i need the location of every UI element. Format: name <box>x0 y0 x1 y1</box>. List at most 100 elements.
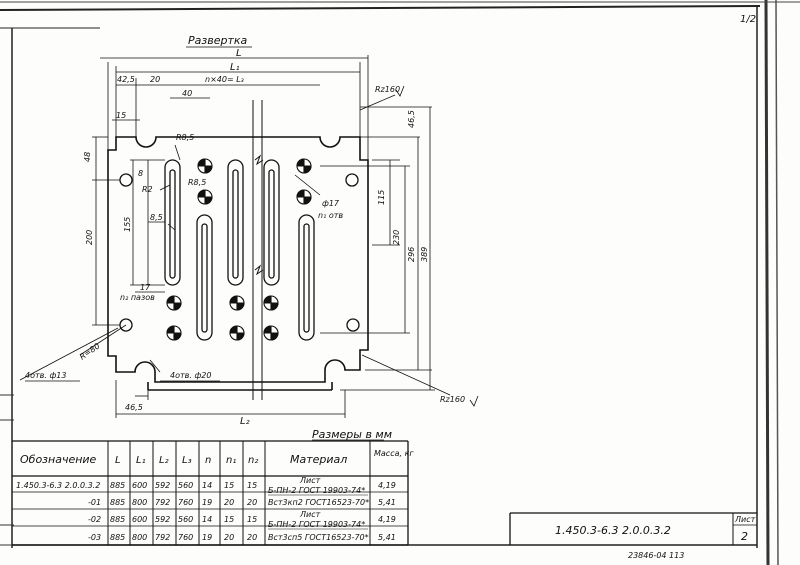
table-header: n <box>205 455 211 466</box>
dim-n2-slots: n₂ пазов <box>120 293 155 302</box>
dim-phi17: ф17 <box>322 199 340 208</box>
table-cell: 885 <box>110 533 125 542</box>
spec-table <box>12 440 409 546</box>
table-cell: 15 <box>224 515 234 524</box>
table-header: n₂ <box>248 455 258 466</box>
table-cell: 20 <box>224 533 234 542</box>
dim-L2: L₂ <box>240 416 250 427</box>
dim-48: 48 <box>83 152 92 162</box>
table-cell: -03 <box>88 533 101 542</box>
table-cell: 800 <box>132 533 147 542</box>
table-cell: 14 <box>202 515 212 524</box>
table-cell: 20 <box>247 533 257 542</box>
top-border <box>0 5 761 11</box>
material-text: Лист <box>299 476 321 485</box>
table-cell: 14 <box>202 481 212 490</box>
quartered-holes <box>166 158 312 341</box>
dim-46-5-top: 46,5 <box>407 110 416 128</box>
slot <box>298 214 315 341</box>
corner-number: 1/2 <box>740 14 756 25</box>
slot <box>196 214 213 341</box>
table-cell: 5,41 <box>378 498 396 507</box>
roughness-top: Rz160 <box>375 85 400 94</box>
table-cell: 760 <box>178 533 193 542</box>
table-cell: 15 <box>224 481 234 490</box>
stamp-sheet-number: 2 <box>741 530 748 543</box>
table-cell: 792 <box>155 498 170 507</box>
dim-15: 15 <box>116 111 126 120</box>
table-header: Масса, кг <box>374 449 414 458</box>
archive-numbers: 23846-04 113 <box>628 551 684 560</box>
table-cell: 792 <box>155 533 170 542</box>
table-cell: 885 <box>110 498 125 507</box>
table-cell: 600 <box>132 481 147 490</box>
table-header: n₁ <box>226 455 236 466</box>
table-header: L₃ <box>182 455 192 466</box>
table-cell: 760 <box>178 498 193 507</box>
binding-edge <box>764 0 770 565</box>
dim-r8-5-mid: R8,5 <box>188 178 206 187</box>
table-header: Обозначение <box>20 453 97 466</box>
note-4-holes-20: 4отв. ф20 <box>170 371 211 380</box>
slot <box>227 159 244 286</box>
dimension-lines <box>19 55 451 418</box>
dim-42-5: 42,5 <box>117 75 135 84</box>
dim-L1: L₁ <box>230 62 240 73</box>
dim-r8-5-top: R8,5 <box>176 133 194 142</box>
dim-296: 296 <box>407 247 416 262</box>
dim-8: 8 <box>138 169 143 178</box>
table-cell: 5,41 <box>378 533 396 542</box>
table-header: L₂ <box>159 455 169 466</box>
table-cell: -02 <box>88 515 101 524</box>
stamp-sheet-label: Лист <box>734 515 756 524</box>
dim-r2: R2 <box>142 185 153 194</box>
table-cell: 15 <box>247 515 257 524</box>
material-text: Б-ПН-2 ГОСТ 19903-74* <box>268 520 365 529</box>
material-text: Вст3кп2 ГОСТ16523-70* <box>268 498 369 507</box>
dim-8-5: 8,5 <box>150 213 163 222</box>
table-cell: 4,19 <box>378 515 396 524</box>
table-header: Материал <box>290 453 347 466</box>
table-cell: 885 <box>110 481 125 490</box>
material-text: Лист <box>299 510 321 519</box>
drawing-title: Развертка <box>188 34 248 47</box>
table-cell: 600 <box>132 515 147 524</box>
table-cell: 19 <box>202 533 212 542</box>
dim-46-5-bottom: 46,5 <box>125 403 143 412</box>
dim-155: 155 <box>123 217 132 232</box>
roughness-bottom: Rz160 <box>440 395 465 404</box>
table-cell: 592 <box>155 481 170 490</box>
dim-n1-holes: n₁ отв <box>318 211 343 220</box>
dim-115: 115 <box>377 190 386 205</box>
table-cell: 4,19 <box>378 481 396 490</box>
table-caption: Размеры в мм <box>312 428 392 441</box>
material-text: Б-ПН-2 ГОСТ 19903-74* <box>268 486 365 495</box>
table-cell: 800 <box>132 498 147 507</box>
table-cell: 560 <box>178 515 193 524</box>
slots <box>164 100 315 400</box>
table-cell: 19 <box>202 498 212 507</box>
material-text: Вст3сп5 ГОСТ16523-70* <box>268 533 369 542</box>
plate-outline <box>107 136 369 383</box>
title-stamp <box>509 512 757 545</box>
table-header: L₁ <box>136 455 146 466</box>
dim-pitch: n×40= L₃ <box>205 75 244 84</box>
table-header: L <box>115 455 121 466</box>
table-cell: 592 <box>155 515 170 524</box>
table-cell: 20 <box>247 498 257 507</box>
dim-20: 20 <box>150 75 160 84</box>
dim-17: 17 <box>140 283 151 292</box>
table-cell: 885 <box>110 515 125 524</box>
table-cell: -01 <box>88 498 101 507</box>
slot <box>164 159 181 286</box>
mounting-holes <box>119 173 360 332</box>
note-4-holes-13: 4отв. ф13 <box>25 371 66 380</box>
table-cell: 560 <box>178 481 193 490</box>
dim-L: L <box>236 48 242 59</box>
table-cell: 15 <box>247 481 257 490</box>
stamp-code: 1.450.3-6.3 2.0.0.3.2 <box>555 524 671 537</box>
dim-40: 40 <box>182 89 192 98</box>
table-cell: 20 <box>224 498 234 507</box>
dim-389: 389 <box>420 247 429 262</box>
